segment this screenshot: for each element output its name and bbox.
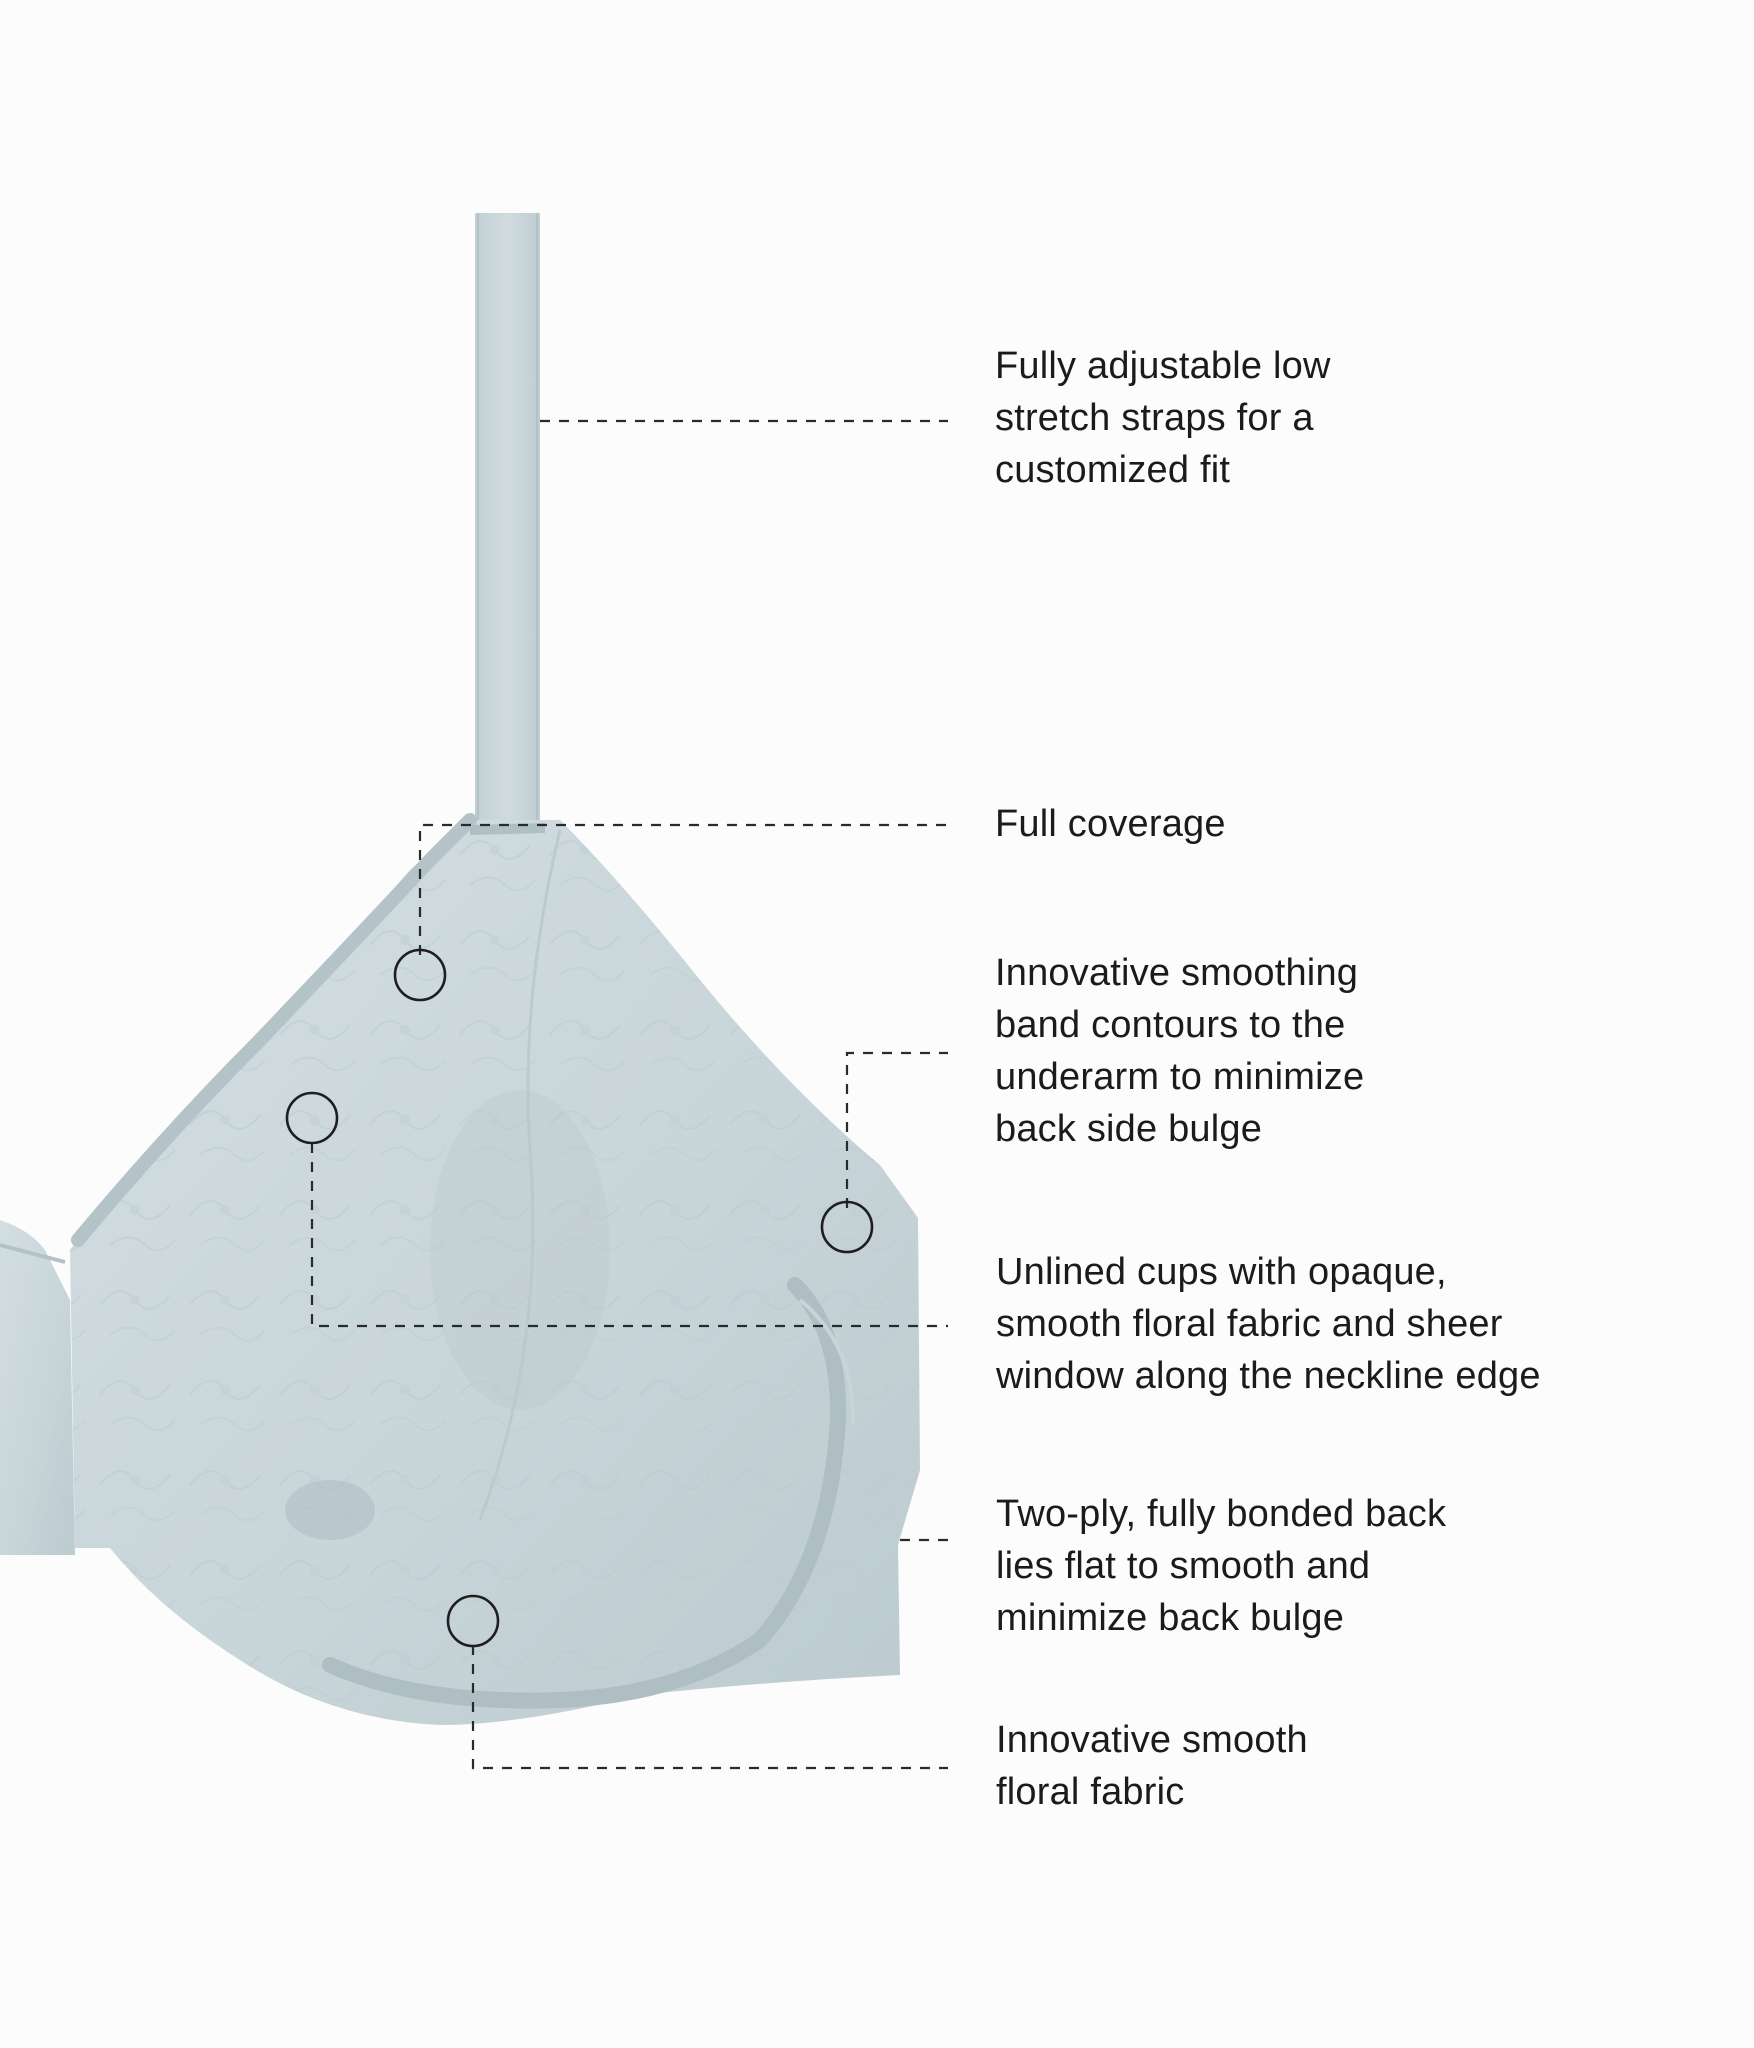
callout-text-line: band contours to the bbox=[995, 1004, 1346, 1046]
callout-text-line: stretch straps for a bbox=[995, 397, 1314, 439]
callout-line-smoothing-band bbox=[845, 1051, 948, 1208]
callout-text-line: smooth floral fabric and sheer bbox=[996, 1303, 1503, 1345]
callout-label-floral-fabric: Innovative smooth floral fabric bbox=[996, 1714, 1308, 1818]
main-cup bbox=[70, 813, 920, 1725]
shoulder-strap bbox=[475, 213, 540, 828]
callout-lines bbox=[310, 419, 948, 1770]
marker-coverage bbox=[393, 948, 447, 1002]
callout-text-line: Innovative smooth bbox=[996, 1719, 1308, 1761]
marker-floral-fabric bbox=[446, 1594, 500, 1648]
callout-text-line: customized fit bbox=[995, 449, 1231, 491]
callout-text-line: underarm to minimize bbox=[995, 1056, 1365, 1098]
callout-label-unlined-cups: Unlined cups with opaque, smooth floral … bbox=[996, 1246, 1541, 1402]
callout-label-bonded-back: Two-ply, fully bonded back lies flat to … bbox=[996, 1488, 1446, 1644]
callout-line-floral-fabric bbox=[471, 1645, 948, 1770]
left-cup-fragment bbox=[0, 1220, 75, 1555]
callout-text-line: Unlined cups with opaque, bbox=[996, 1251, 1447, 1293]
callout-label-straps: Fully adjustable low stretch straps for … bbox=[995, 340, 1331, 496]
callout-text-line: Full coverage bbox=[995, 803, 1226, 845]
callout-text-line: minimize back bulge bbox=[996, 1597, 1345, 1639]
callout-text-line: back side bulge bbox=[995, 1108, 1263, 1150]
callout-markers bbox=[285, 948, 874, 1648]
callout-text-line: Fully adjustable low bbox=[995, 345, 1331, 387]
callout-text-line: lies flat to smooth and bbox=[996, 1545, 1371, 1587]
marker-unlined-cups bbox=[285, 1091, 339, 1145]
callout-text-line: floral fabric bbox=[996, 1771, 1185, 1813]
callout-text-line: Two-ply, fully bonded back bbox=[996, 1493, 1447, 1535]
callout-line-coverage bbox=[418, 823, 948, 955]
marker-smoothing-band bbox=[820, 1200, 874, 1254]
callout-line-unlined-cups bbox=[310, 1143, 948, 1328]
callout-text-line: window along the neckline edge bbox=[996, 1355, 1541, 1397]
callout-label-smoothing-band: Innovative smoothing band contours to th… bbox=[995, 947, 1364, 1155]
callout-text-line: Innovative smoothing bbox=[995, 952, 1359, 994]
callout-label-coverage: Full coverage bbox=[995, 798, 1226, 850]
